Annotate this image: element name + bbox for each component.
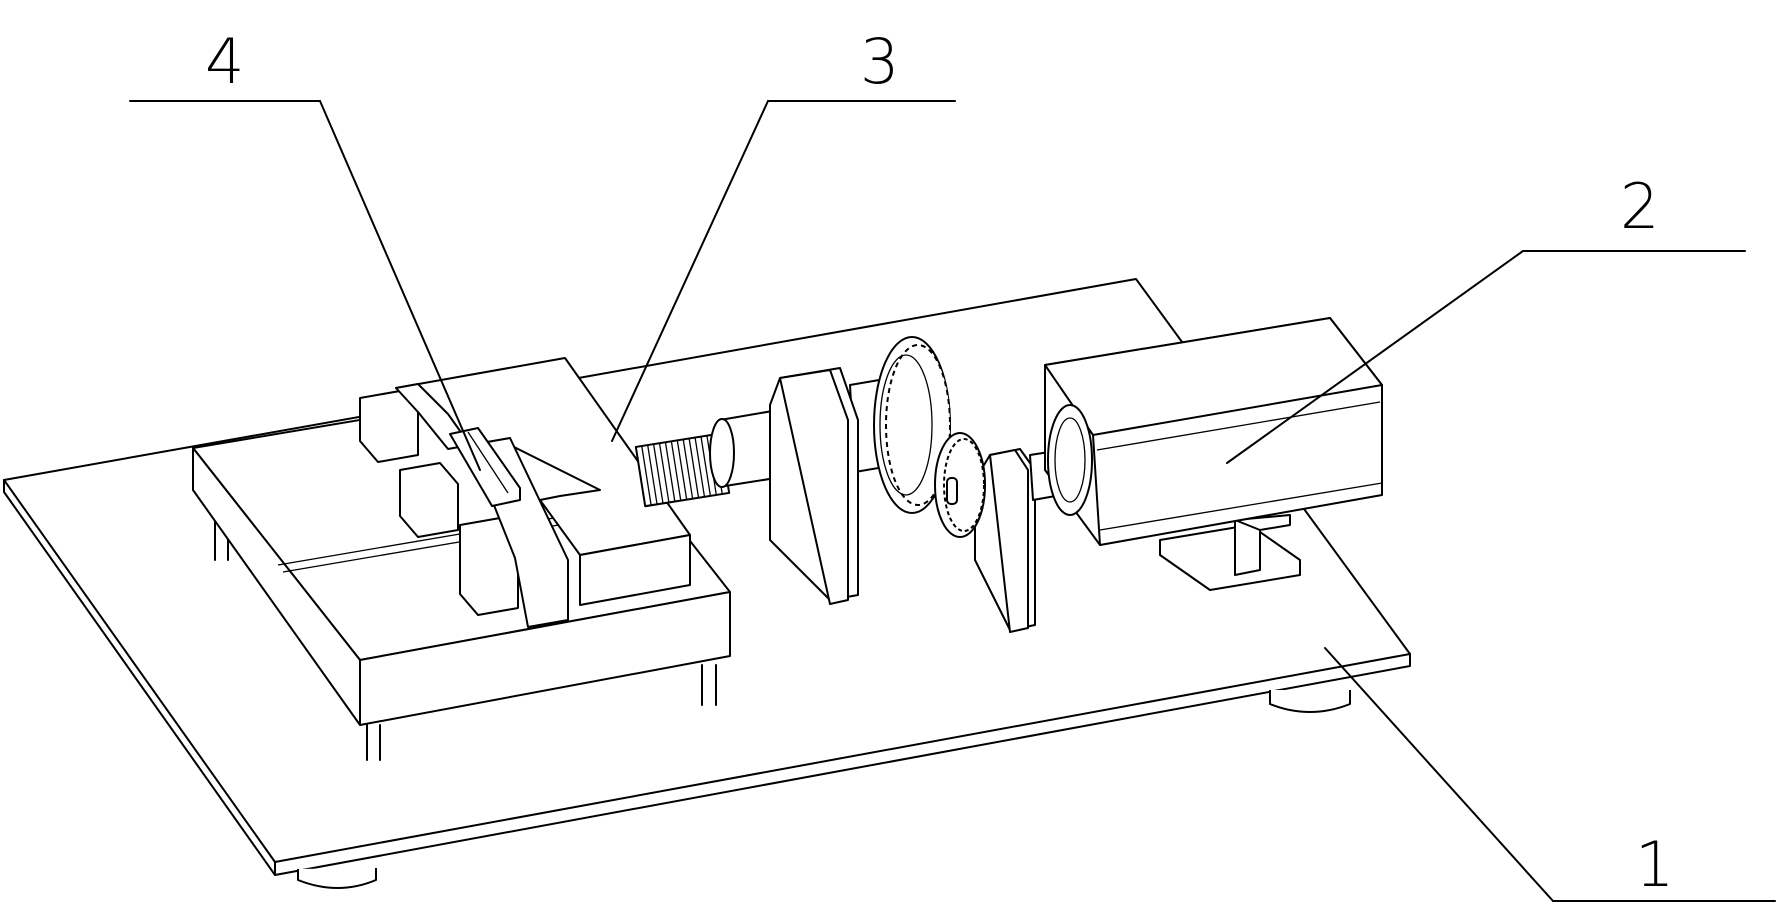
callout-2: 2 — [1620, 170, 1659, 243]
callout-4: 4 — [205, 25, 244, 98]
leader-lines — [129, 100, 1776, 902]
large-gear — [873, 336, 951, 514]
clamp-assembly — [359, 357, 691, 628]
callout-3: 3 — [860, 25, 899, 98]
bearing-supports — [769, 367, 1036, 633]
motor — [1029, 317, 1383, 591]
callout-1: 1 — [1635, 828, 1674, 901]
small-gear — [934, 432, 986, 538]
